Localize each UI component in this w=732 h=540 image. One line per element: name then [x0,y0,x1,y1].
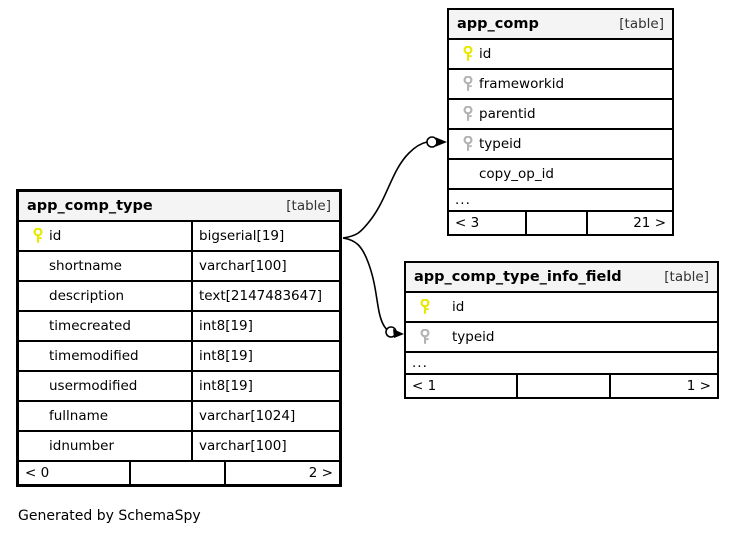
table-row[interactable]: timemodified int8[19] [19,342,339,372]
relationship-app-comp-type-to-info-field [342,237,404,338]
footer-middle [129,462,224,484]
cardinality-zero-marker [385,326,397,338]
table-app-comp[interactable]: app_comp [table] id frame [447,8,674,236]
table-row[interactable]: description text[2147483647] [19,282,339,312]
table-row[interactable]: id [449,40,672,70]
table-row[interactable]: usermodified int8[19] [19,372,339,402]
table-row[interactable]: typeid [406,323,717,353]
column-name-cell: id [19,222,191,250]
column-name-cell: usermodified [19,372,191,400]
table-kind-label: [table] [664,269,709,285]
column-name-cell: shortname [19,252,191,280]
table-row[interactable]: id [406,293,717,323]
table-app-comp-type-info-field[interactable]: app_comp_type_info_field [table] id [404,261,719,399]
column-type: int8[19] [191,372,339,400]
column-name: typeid [479,136,522,152]
column-type: varchar[100] [191,252,339,280]
footer-incoming-count[interactable]: < 1 [412,378,437,394]
table-footer-app-comp-type: < 0 2 > [19,462,339,484]
column-name-cell: id [449,40,672,68]
foreign-key-icon [457,136,479,152]
table-app-comp-type[interactable]: app_comp_type [table] id bigserial[19] s… [16,189,342,487]
primary-key-icon [414,299,436,315]
column-name: typeid [452,329,495,345]
foreign-key-icon [457,106,479,122]
table-title: app_comp_type_info_field [414,269,622,285]
footer-outgoing-count[interactable]: 21 > [586,212,672,234]
column-name-cell: copy_op_id [449,160,672,188]
column-type: int8[19] [191,342,339,370]
column-name: id [452,299,465,315]
table-header-app-comp: app_comp [table] [449,10,672,40]
column-name-cell: parentid [449,100,672,128]
relationship-app-comp-type-to-app-comp [342,136,447,239]
column-name-cell: id [406,293,717,321]
column-type: int8[19] [191,312,339,340]
table-row[interactable]: frameworkid [449,70,672,100]
crows-foot-arrow [436,137,447,147]
footer-middle [525,212,586,234]
table-title: app_comp_type [27,198,153,214]
column-name: parentid [479,106,536,122]
footer-middle [516,375,609,397]
primary-key-icon [457,46,479,62]
column-name-cell: timecreated [19,312,191,340]
table-row[interactable]: fullname varchar[1024] [19,402,339,432]
table-title: app_comp [457,16,539,32]
table-row[interactable]: idnumber varchar[100] [19,432,339,462]
column-type: bigserial[19] [191,222,339,250]
table-row[interactable]: timecreated int8[19] [19,312,339,342]
column-type: text[2147483647] [191,282,339,310]
more-columns-indicator: ... [406,353,717,375]
column-name: id [479,46,492,62]
table-header-app-comp-type: app_comp_type [table] [19,192,339,222]
footer-outgoing-count[interactable]: 2 > [224,462,339,484]
column-type: varchar[1024] [191,402,339,430]
footer-incoming-count[interactable]: < 3 [455,215,480,231]
table-kind-label: [table] [286,198,331,214]
table-row[interactable]: typeid [449,130,672,160]
column-name-cell: idnumber [19,432,191,460]
table-row[interactable]: copy_op_id [449,160,672,190]
column-name-cell: fullname [19,402,191,430]
table-footer-app-comp-type-info-field: < 1 1 > [406,375,717,397]
table-footer-app-comp: < 3 21 > [449,212,672,234]
crows-foot-arrow [393,329,404,338]
more-columns-indicator: ... [449,190,672,212]
table-row[interactable]: id bigserial[19] [19,222,339,252]
column-name: description [49,288,125,304]
column-name: copy_op_id [479,166,554,182]
primary-key-icon [27,228,49,244]
column-name: id [49,228,62,244]
footer-incoming-count[interactable]: < 0 [25,465,50,481]
table-header-app-comp-type-info-field: app_comp_type_info_field [table] [406,263,717,293]
table-kind-label: [table] [619,16,664,32]
column-type: varchar[100] [191,432,339,460]
column-name: timecreated [49,318,131,334]
column-name: idnumber [49,438,115,454]
column-name-cell: timemodified [19,342,191,370]
column-name: frameworkid [479,76,565,92]
table-row[interactable]: shortname varchar[100] [19,252,339,282]
column-name-cell: description [19,282,191,310]
footer-outgoing-count[interactable]: 1 > [609,375,717,397]
column-name-cell: typeid [449,130,672,158]
column-name: timemodified [49,348,139,364]
column-name-cell: frameworkid [449,70,672,98]
generated-by-caption: Generated by SchemaSpy [18,508,201,524]
cardinality-zero-marker [426,136,438,148]
table-row[interactable]: parentid [449,100,672,130]
foreign-key-icon [414,329,436,345]
column-name-cell: typeid [406,323,717,351]
column-name: shortname [49,258,122,274]
column-name: fullname [49,408,109,424]
column-name: usermodified [49,378,138,394]
foreign-key-icon [457,76,479,92]
